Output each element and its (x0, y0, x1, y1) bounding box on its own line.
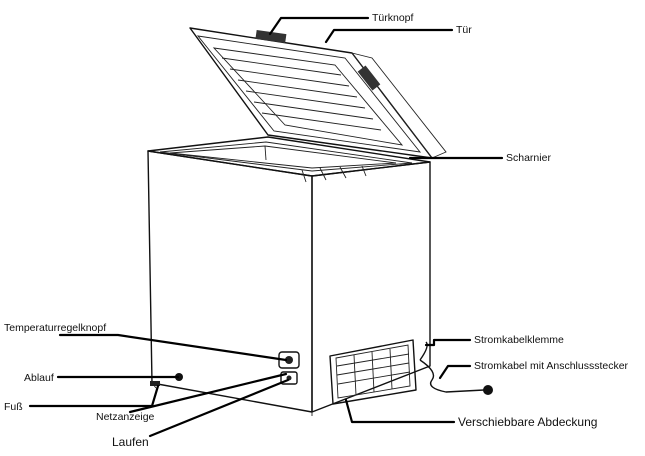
foot (150, 381, 160, 386)
leader-lines (28, 16, 504, 438)
label-door-knob: Türknopf (372, 12, 414, 24)
power-cable (419, 341, 493, 395)
label-door: Tür (456, 24, 472, 36)
label-temperature-knob: Temperaturregelknopf (4, 322, 106, 334)
label-hinge: Scharnier (506, 152, 551, 164)
label-foot: Fuß (4, 401, 23, 413)
label-cable-clamp: Stromkabelklemme (474, 334, 564, 346)
label-power-indicator: Netzanzeige (96, 411, 155, 423)
vent-grille (329, 339, 417, 405)
label-running: Laufen (112, 435, 149, 449)
label-sliding-cover: Verschiebbare Abdeckung (458, 415, 597, 429)
freezer-body (147, 136, 431, 416)
freezer-lid (189, 27, 447, 159)
label-power-cable: Stromkabel mit Anschlussstecker (474, 360, 629, 372)
control-panel (278, 351, 300, 385)
label-drain: Ablauf (24, 372, 54, 384)
